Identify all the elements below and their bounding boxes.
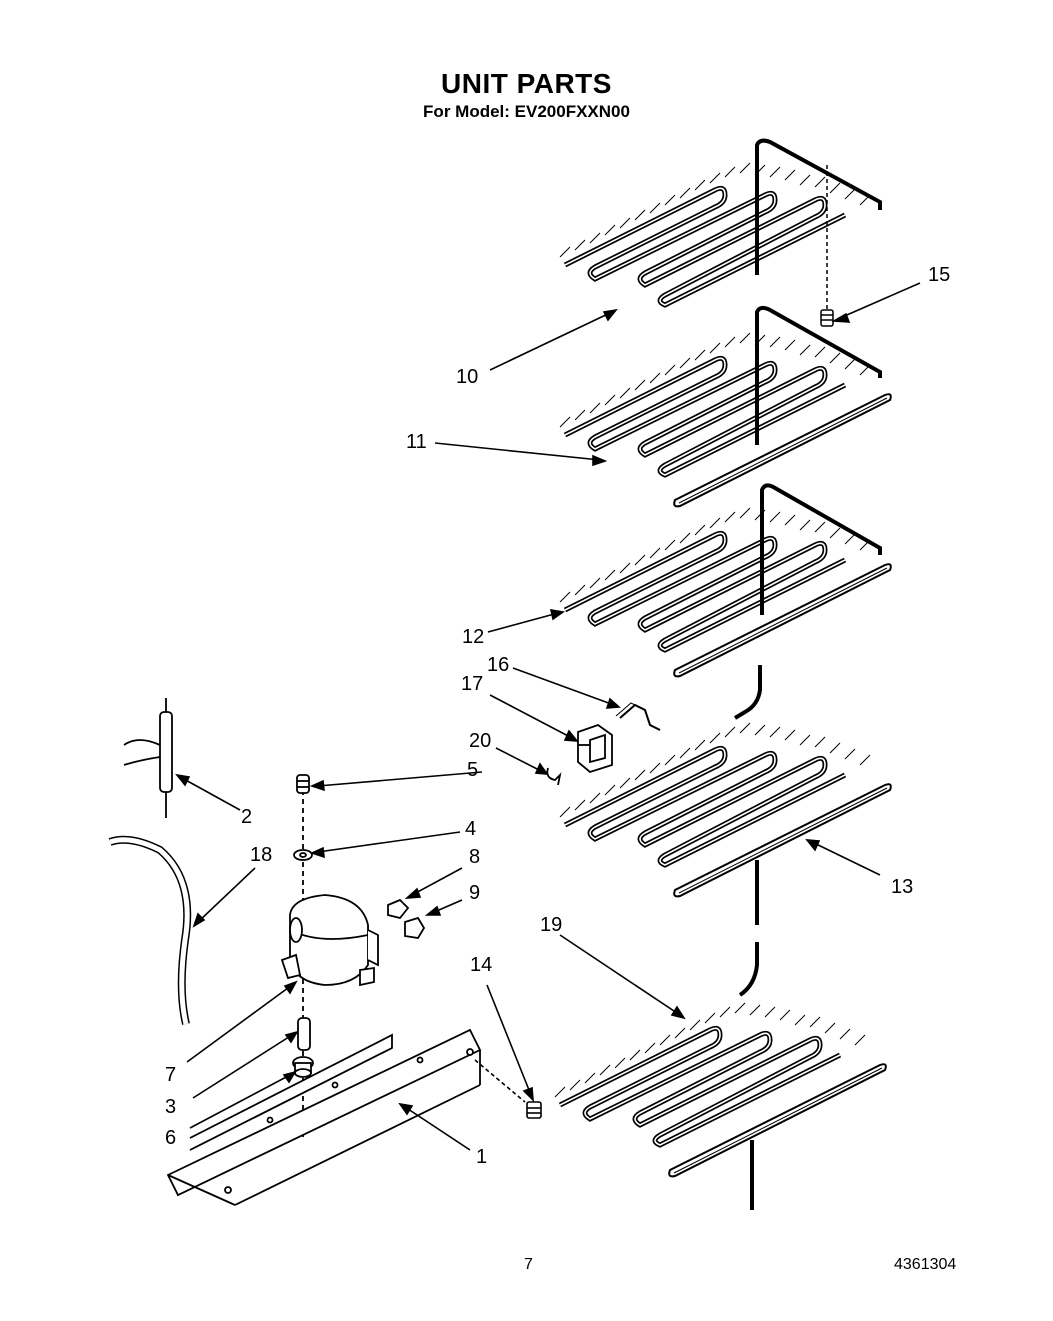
- clip-16: [619, 703, 661, 731]
- coil-10-riser: [755, 138, 882, 275]
- clamp-20: [546, 767, 562, 786]
- model-subtitle: For Model: EV200FXXN00: [423, 102, 630, 121]
- screw-14: [474, 1059, 542, 1119]
- callout-5: 5: [467, 759, 479, 781]
- page-title: UNIT PARTS: [441, 68, 612, 99]
- callout-17: 17: [461, 673, 484, 695]
- callout-6: 6: [165, 1127, 177, 1149]
- callout-16: 16: [487, 654, 510, 676]
- filter-drier-2: [123, 698, 173, 818]
- callout-11: 11: [406, 431, 427, 453]
- callout-20: 20: [469, 730, 492, 752]
- callout-4: 4: [465, 818, 477, 840]
- bracket-17: [577, 723, 613, 774]
- leader-lines: [175, 282, 921, 1151]
- callout-9: 9: [469, 882, 481, 904]
- callout-2: 2: [241, 806, 253, 828]
- callout-3: 3: [165, 1096, 177, 1118]
- evaporator-coil-12: [560, 508, 870, 650]
- screw-15: [820, 165, 834, 327]
- callout-14: 14: [470, 954, 493, 976]
- callout-18: 18: [250, 844, 273, 866]
- callout-19: 19: [540, 914, 563, 936]
- evaporator-coil-11: [560, 333, 870, 475]
- callout-12: 12: [462, 626, 485, 648]
- base-plate-1: [166, 1028, 482, 1206]
- callout-1: 1: [476, 1146, 488, 1168]
- callout-8: 8: [469, 846, 481, 868]
- document-code: 4361304: [894, 1256, 957, 1273]
- evaporator-coil-10: [560, 163, 870, 305]
- page-number: 7: [524, 1256, 533, 1273]
- callout-10: 10: [456, 366, 479, 388]
- evaporator-coil-19: [555, 1003, 865, 1145]
- callout-15: 15: [928, 264, 951, 286]
- callout-13: 13: [891, 876, 914, 898]
- callout-7: 7: [165, 1064, 177, 1086]
